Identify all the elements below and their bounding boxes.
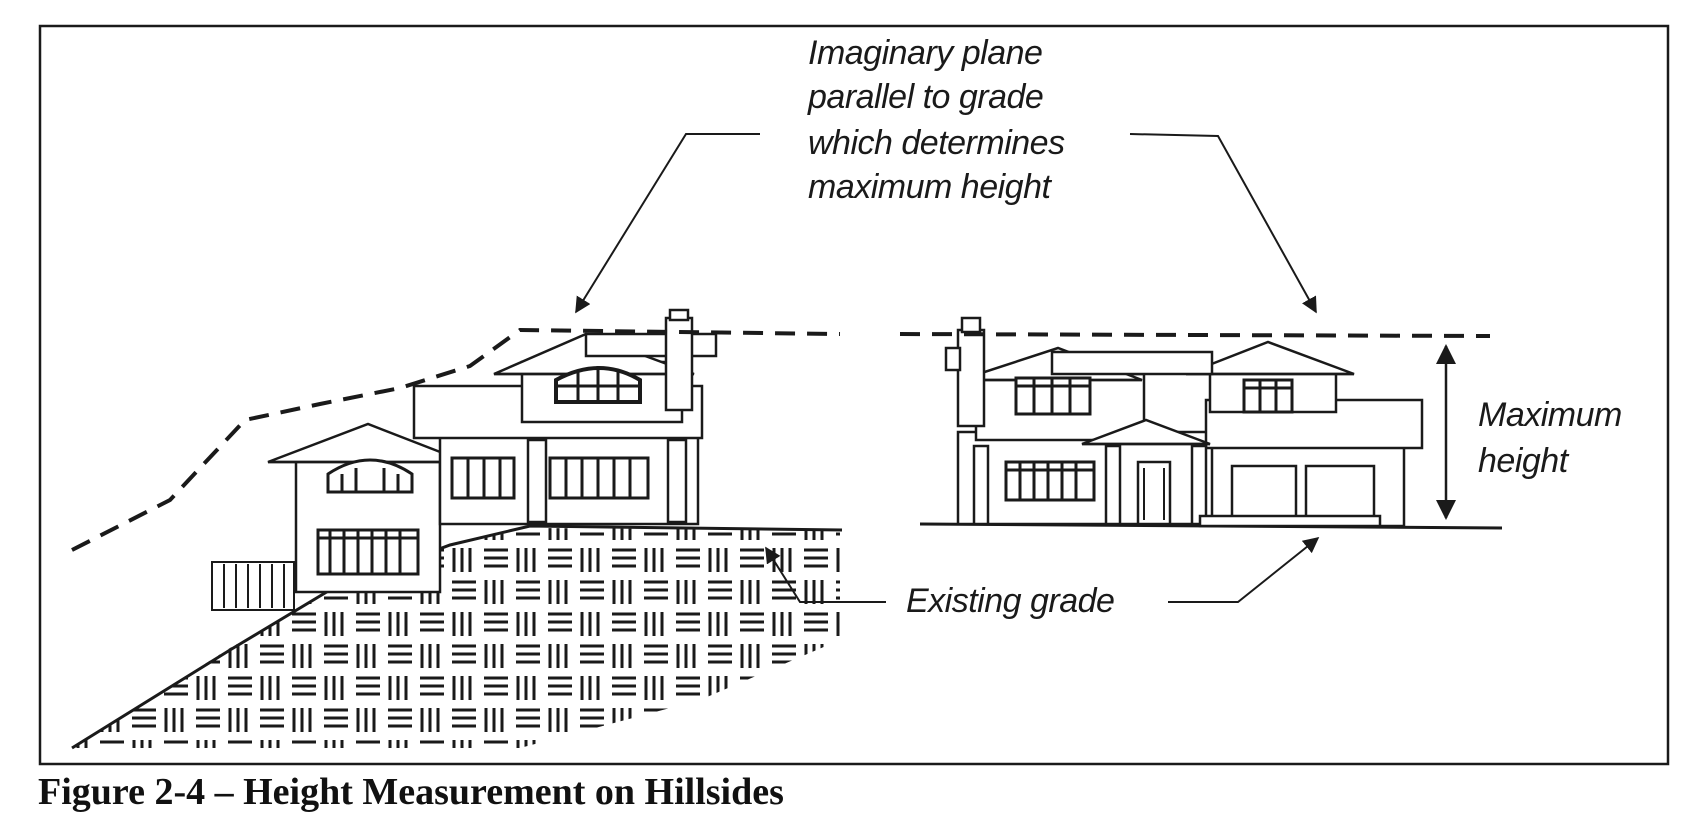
hillside-scene [71,308,843,750]
hillside-imaginary-plane [71,327,841,552]
grade-leader-right [1168,537,1320,603]
figure-frame [38,24,1670,766]
leader-arrows [575,133,1320,603]
plane-leader-left [575,133,760,314]
figure-caption: Figure 2-4 – Height Measurement on Hills… [38,771,784,813]
flat-imaginary-plane [899,332,1491,338]
existing-grade-label: Existing grade [906,582,1114,620]
plane-label-line-2: parallel to grade [807,78,1043,116]
plane-leader-right [1129,133,1317,314]
plane-label-line-4: maximum height [808,168,1052,206]
flat-scene [899,316,1503,530]
grade-leader-left [765,546,886,603]
max-height-label-line-1: Maximum [1478,396,1622,434]
flat-windows [1004,376,1294,520]
retaining-fence [211,561,295,611]
max-height-label-line-2: height [1478,442,1570,480]
plane-label-line-3: which determines [808,124,1065,162]
plane-label-line-1: Imaginary plane [808,34,1042,72]
hillside-ground [72,528,840,748]
hillside-windows [316,366,650,576]
